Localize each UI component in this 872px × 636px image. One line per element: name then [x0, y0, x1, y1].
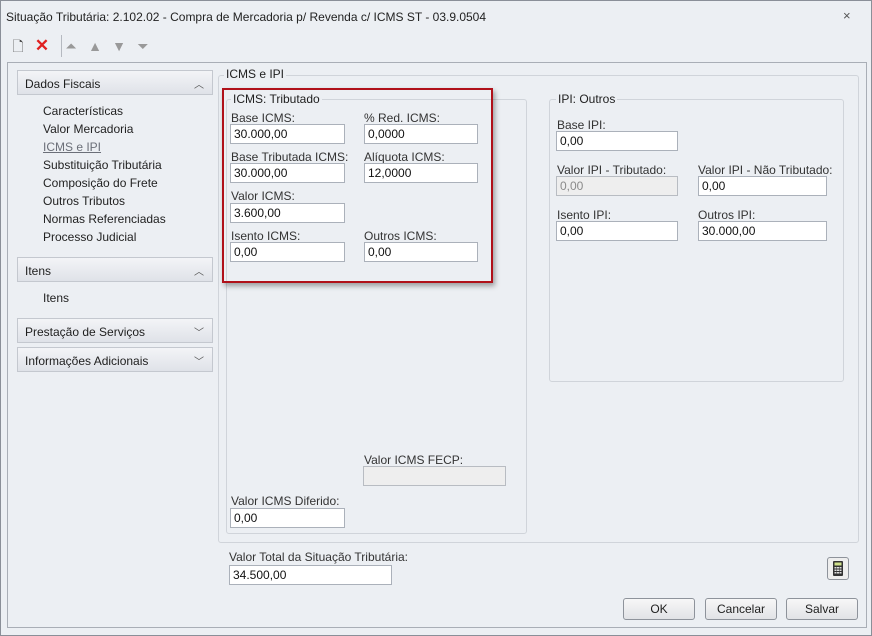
ipi-nao-tributado-input[interactable] — [698, 176, 827, 196]
section-label: Informações Adicionais — [25, 354, 149, 368]
red-icms-label: % Red. ICMS: — [364, 111, 441, 125]
sidebar-item-normas[interactable]: Normas Referenciadas — [43, 212, 166, 226]
cancel-button[interactable]: Cancelar — [705, 598, 777, 620]
total-label: Valor Total da Situação Tributária: — [229, 550, 408, 564]
sidebar-item-composicao-frete[interactable]: Composição do Frete — [43, 176, 158, 190]
base-tributada-label: Base Tributada ICMS: — [231, 150, 349, 164]
calculator-button[interactable] — [827, 557, 849, 580]
fecp-label: Valor ICMS FECP: — [364, 453, 464, 467]
valor-icms-input[interactable] — [230, 203, 345, 223]
section-label: Dados Fiscais — [25, 77, 101, 91]
section-label: Prestação de Serviços — [25, 325, 146, 339]
first-icon[interactable]: ⏶ — [65, 38, 77, 54]
chevron-up-icon: ︿ — [194, 80, 204, 91]
section-informacoes-adicionais[interactable]: Informações Adicionais ﹀ — [17, 347, 213, 372]
base-ipi-input[interactable] — [556, 131, 678, 151]
last-icon[interactable]: ⏷ — [137, 38, 149, 54]
chevron-up-icon: ︿ — [194, 267, 204, 278]
sidebar-item-icms-ipi[interactable]: ICMS e IPI — [43, 140, 102, 154]
sidebar-item-caracteristicas[interactable]: Características — [43, 104, 124, 118]
diferido-label: Valor ICMS Diferido: — [231, 494, 340, 508]
highlight-box — [222, 88, 493, 283]
red-icms-input[interactable] — [364, 124, 478, 144]
aliquota-input[interactable] — [364, 163, 478, 183]
window-title: Situação Tributária: 2.102.02 - Compra d… — [6, 10, 487, 24]
chevron-down-icon: ﹀ — [194, 357, 204, 368]
outros-ipi-input[interactable] — [698, 221, 827, 241]
diferido-input[interactable] — [230, 508, 345, 528]
icms-tributado-group — [226, 99, 527, 534]
section-prestacao-servicos[interactable]: Prestação de Serviços ﹀ — [17, 318, 213, 343]
isento-ipi-label: Isento IPI: — [557, 208, 612, 222]
outros-icms-input[interactable] — [364, 242, 478, 262]
calculator-icon — [833, 561, 843, 576]
icms-ipi-group — [218, 75, 859, 543]
delete-icon[interactable]: ✕ — [34, 36, 50, 55]
group-title: ICMS e IPI — [224, 67, 287, 81]
chevron-down-icon: ﹀ — [194, 328, 204, 339]
valor-icms-label: Valor ICMS: — [231, 189, 295, 203]
isento-icms-input[interactable] — [230, 242, 345, 262]
new-document-icon[interactable]: 🗋 — [12, 38, 24, 54]
sidebar-item-valor-mercadoria[interactable]: Valor Mercadoria — [43, 122, 134, 136]
close-button[interactable]: × — [843, 8, 851, 23]
ipi-tributado-input[interactable] — [556, 176, 678, 196]
toolbar-separator — [61, 35, 62, 57]
outros-icms-label: Outros ICMS: — [364, 229, 437, 243]
isento-icms-label: Isento ICMS: — [231, 229, 301, 243]
base-tributada-input[interactable] — [230, 163, 345, 183]
section-label: Itens — [25, 264, 52, 278]
base-icms-input[interactable] — [230, 124, 345, 144]
next-icon[interactable]: ▼ — [112, 38, 126, 54]
outros-ipi-label: Outros IPI: — [698, 208, 756, 222]
sidebar-item-substituicao[interactable]: Substituição Tributária — [43, 158, 162, 172]
aliquota-label: Alíquota ICMS: — [364, 150, 445, 164]
sidebar-item-processo[interactable]: Processo Judicial — [43, 230, 137, 244]
ipi-tributado-label: Valor IPI - Tributado: — [557, 163, 667, 177]
ipi-outros-group — [549, 99, 844, 382]
sidebar-item-outros-tributos[interactable]: Outros Tributos — [43, 194, 126, 208]
icms-group-title: ICMS: Tributado — [231, 92, 322, 106]
ipi-group-title: IPI: Outros — [556, 92, 618, 106]
base-icms-label: Base ICMS: — [231, 111, 296, 125]
sidebar-item-itens[interactable]: Itens — [43, 291, 70, 305]
fecp-input[interactable] — [363, 466, 506, 486]
ipi-nao-tributado-label: Valor IPI - Não Tributado: — [698, 163, 833, 177]
section-dados-fiscais[interactable]: Dados Fiscais ︿ — [17, 70, 213, 95]
section-itens[interactable]: Itens ︿ — [17, 257, 213, 282]
save-button[interactable]: Salvar — [786, 598, 858, 620]
base-ipi-label: Base IPI: — [557, 118, 606, 132]
total-input[interactable] — [229, 565, 392, 585]
isento-ipi-input[interactable] — [556, 221, 678, 241]
ok-button[interactable]: OK — [623, 598, 695, 620]
previous-icon[interactable]: ▲ — [88, 38, 102, 54]
